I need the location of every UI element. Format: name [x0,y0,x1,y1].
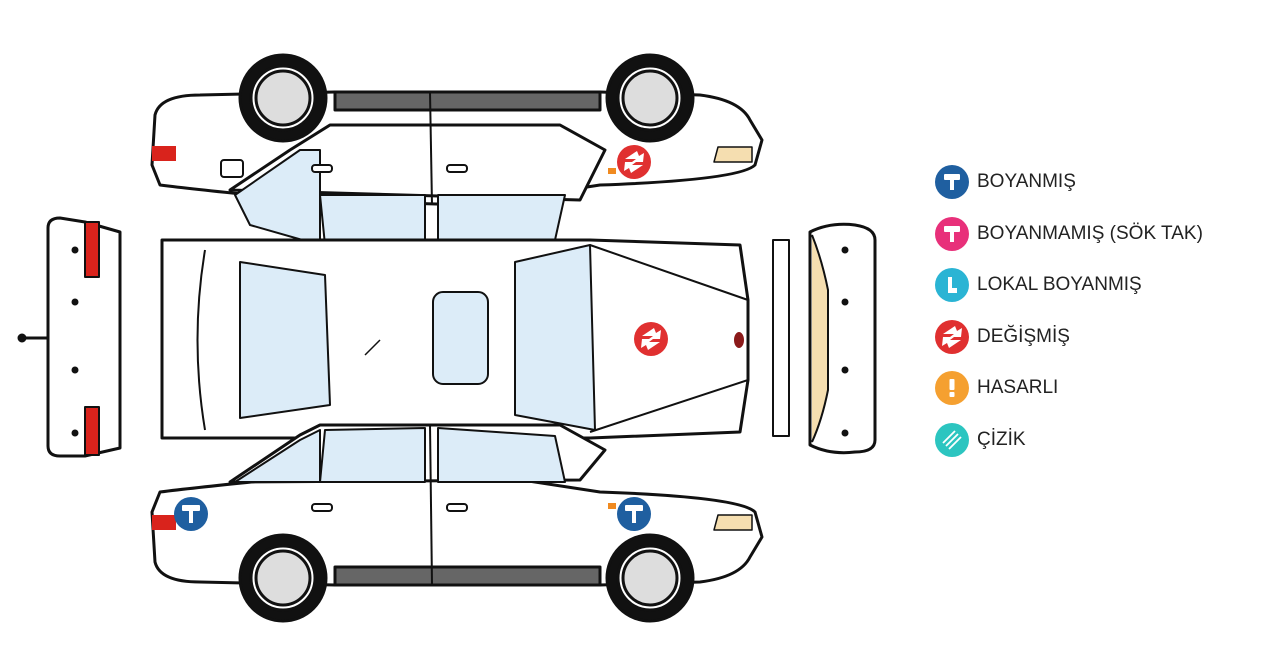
legend-item-scratch[interactable]: ÇİZİK [935,422,1203,457]
left-side-view[interactable] [150,423,764,623]
legend-label: ÇİZİK [977,428,1026,450]
front-bumper-view[interactable] [772,222,877,455]
legend-label: LOKAL BOYANMIŞ [977,274,1142,295]
top-view[interactable] [160,238,750,440]
paint-roller-icon [935,165,969,199]
legend-item-painted[interactable]: BOYANMIŞ [935,165,1203,199]
scratch-icon [935,422,969,457]
painted-marker-left-rear-fender[interactable] [174,497,208,531]
legend-item-unpainted-removed[interactable]: BOYANMAMIŞ (SÖK TAK) [935,216,1203,251]
changed-marker-hood[interactable] [634,322,668,356]
right-side-view[interactable] [150,53,764,246]
legend: BOYANMIŞ BOYANMAMIŞ (SÖK TAK) LOKAL BOYA… [935,165,1203,474]
rear-bumper-view[interactable] [17,216,122,458]
legend-label: BOYANMAMIŞ (SÖK TAK) [977,222,1203,244]
changed-marker-right-front-fender[interactable] [617,145,651,179]
legend-item-damaged[interactable]: HASARLI [935,371,1203,405]
painted-marker-left-front-fender[interactable] [617,497,651,531]
paint-roller-icon [935,216,969,251]
legend-label: BOYANMIŞ [977,171,1076,192]
legend-label: DEĞİŞMİŞ [977,325,1070,347]
legend-label: HASARLI [977,377,1059,398]
exclamation-icon [935,371,969,405]
legend-item-changed[interactable]: DEĞİŞMİŞ [935,319,1203,354]
car-diagram [17,53,877,623]
local-paint-icon [935,268,969,302]
legend-item-local-painted[interactable]: LOKAL BOYANMIŞ [935,268,1203,302]
swap-arrows-icon [935,319,969,354]
